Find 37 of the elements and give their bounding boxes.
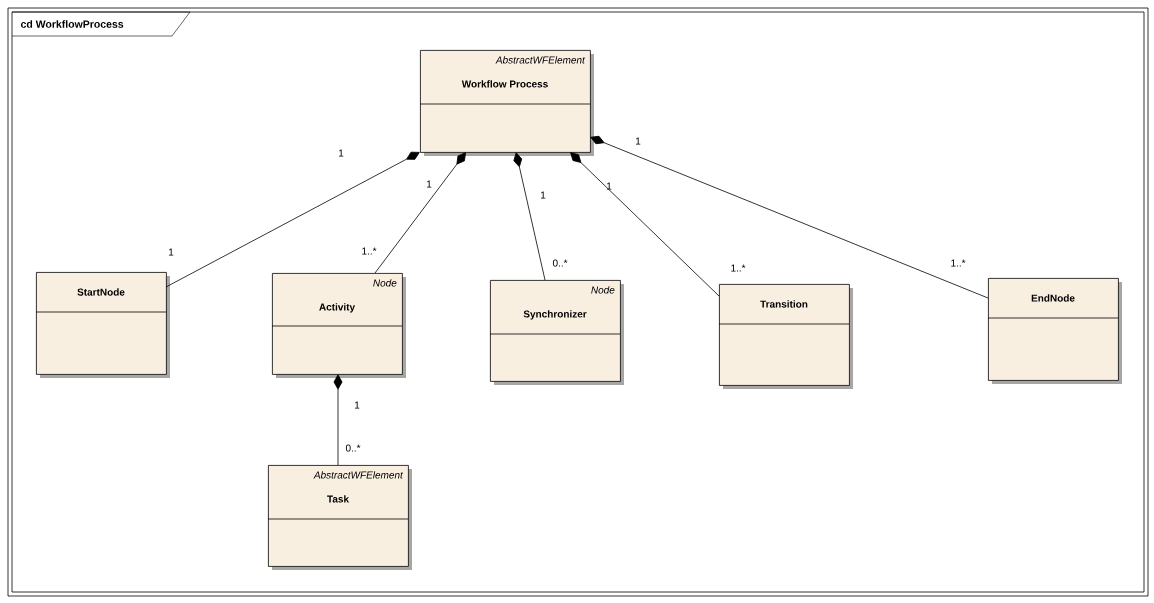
class-box (718, 284, 853, 389)
multiplicity: 1 (541, 191, 546, 199)
multiplicity: 0..* (345, 444, 361, 452)
class-box (419, 50, 594, 156)
composition-line (333, 374, 343, 466)
stereotype: AbstractWFElement (313, 471, 404, 479)
stereotype: AbstractWFElement (495, 56, 586, 64)
stereotype: Node (373, 279, 397, 287)
multiplicity: 1 (427, 180, 432, 188)
multiplicity: 1..* (951, 259, 966, 267)
multiplicity: 1 (636, 137, 641, 145)
class-box (35, 272, 170, 378)
class-box (271, 273, 406, 378)
multiplicity: 1..* (362, 247, 377, 255)
multiplicity: 0..* (552, 259, 568, 267)
class-name: Synchronizer (523, 310, 587, 320)
composition-line (570, 152, 720, 297)
class-box (489, 280, 624, 385)
stereotype: Node (591, 286, 615, 294)
multiplicity: 1..* (731, 264, 746, 272)
class-name: Workflow Process (461, 80, 548, 88)
composition-line (165, 151, 420, 288)
multiplicity: 1 (355, 401, 360, 409)
class-name: StartNode (77, 288, 125, 296)
class-box (987, 278, 1122, 384)
multiplicity: 1 (339, 149, 344, 157)
class-name: Transition (760, 300, 808, 308)
class-name: Activity (319, 303, 355, 313)
class-name: Task (327, 495, 350, 503)
composition-line (374, 152, 466, 274)
diagram-title: cd WorkflowProcess (20, 20, 124, 28)
class-name: EndNode (1031, 294, 1075, 302)
multiplicity: 1 (607, 182, 612, 190)
composition-line (513, 152, 546, 281)
composition-line (590, 135, 989, 299)
class-box (267, 465, 412, 570)
multiplicity: 1 (169, 248, 174, 256)
